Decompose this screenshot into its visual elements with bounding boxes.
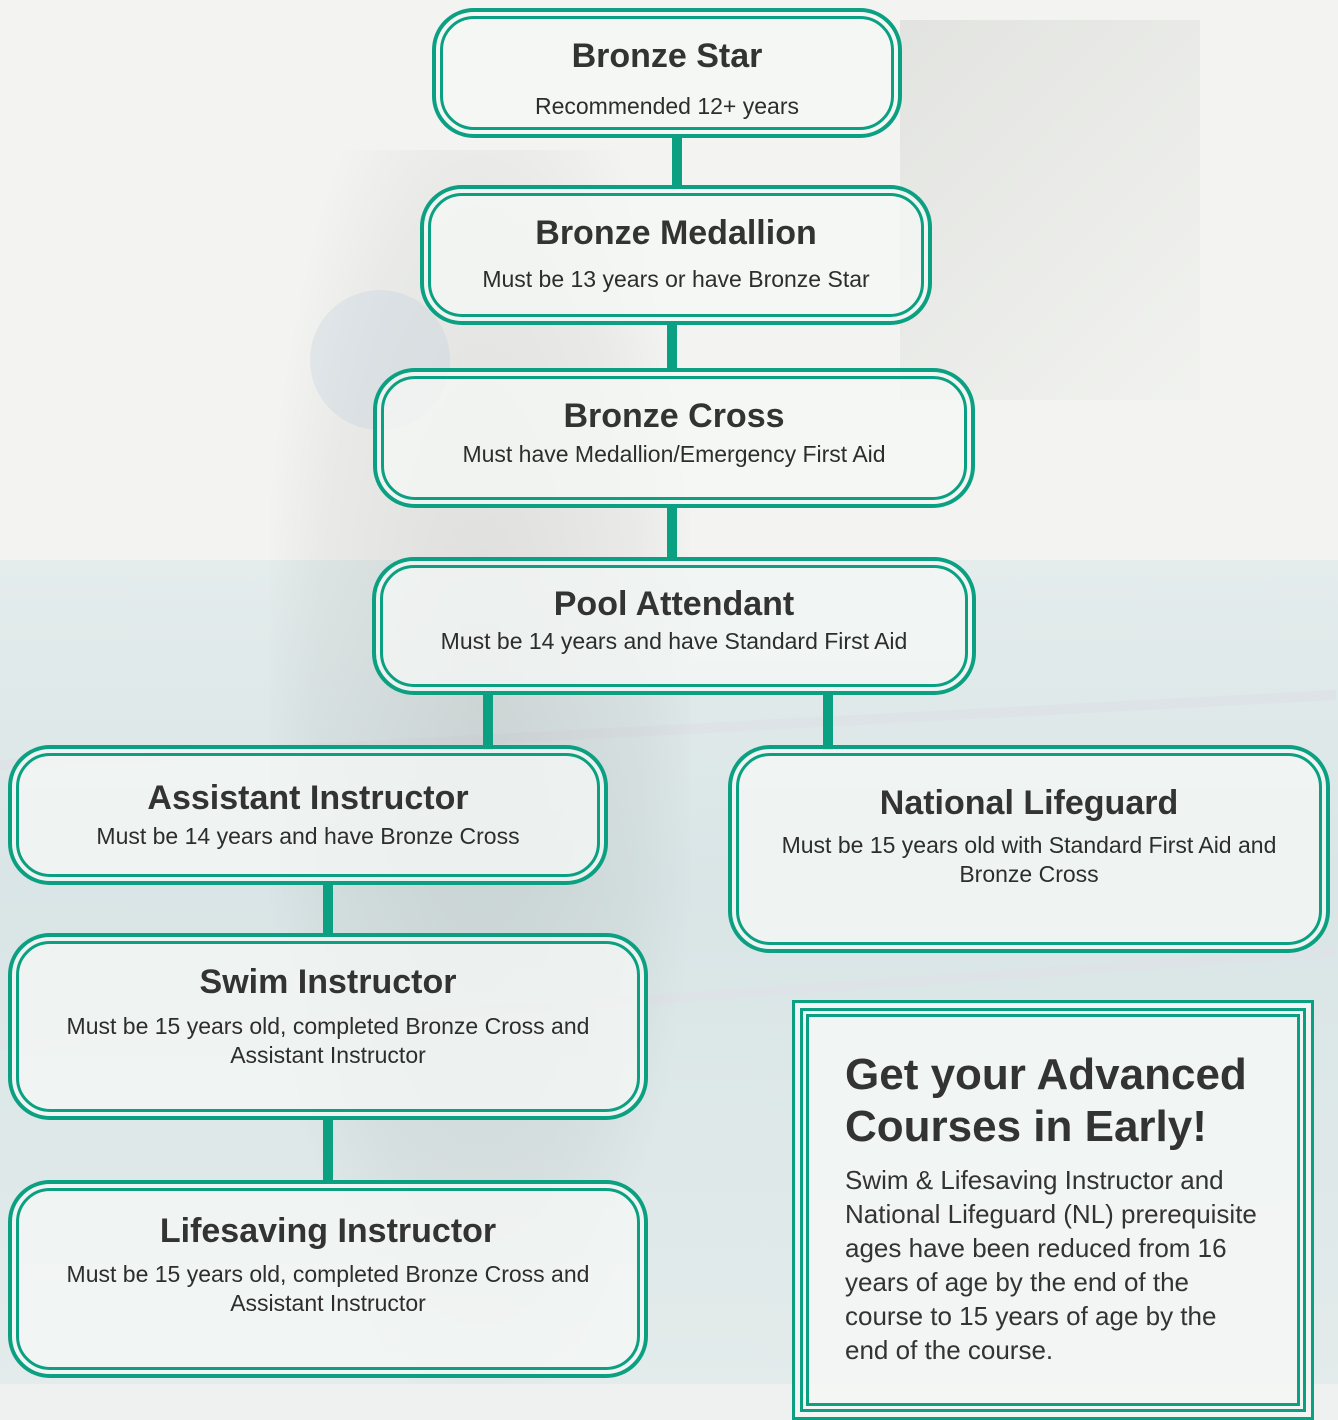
node-title: Swim Instructor — [199, 963, 457, 1001]
node-subtitle: Recommended 12+ years — [534, 93, 799, 119]
connector-cross-attendant — [667, 508, 677, 560]
node-title: Assistant Instructor — [147, 779, 469, 817]
connector-medallion-cross — [667, 325, 677, 370]
promo-box: Get your Advanced Courses in Early! Swim… — [792, 1000, 1314, 1420]
connector-star-medallion — [672, 138, 682, 186]
node-bronze-medallion: Bronze Medallion Must be 13 years or hav… — [420, 185, 932, 325]
promo-body: Swim & Lifesaving Instructor and Nationa… — [845, 1165, 1257, 1365]
connector-swim-lifesaving — [323, 1120, 333, 1182]
node-title: Lifesaving Instructor — [159, 1212, 497, 1250]
node-swim-instructor: Swim Instructor Must be 15 years old, co… — [8, 933, 648, 1120]
node-subtitle: Must be 15 years old with Standard First… — [781, 832, 1277, 887]
node-subtitle: Must be 13 years or have Bronze Star — [482, 266, 870, 292]
node-national-lifeguard: National Lifeguard Must be 15 years old … — [728, 745, 1330, 953]
node-title: Bronze Cross — [563, 397, 785, 435]
connector-attendant-lifeguard — [823, 695, 833, 750]
node-subtitle: Must be 15 years old, completed Bronze C… — [66, 1013, 590, 1068]
node-title: Bronze Star — [571, 37, 763, 75]
node-subtitle: Must have Medallion/Emergency First Aid — [462, 441, 886, 467]
node-title: National Lifeguard — [879, 784, 1179, 822]
connector-assistant-swim — [323, 884, 333, 936]
connector-attendant-assistant — [483, 695, 493, 750]
node-pool-attendant: Pool Attendant Must be 14 years and have… — [372, 557, 976, 695]
node-lifesaving-instructor: Lifesaving Instructor Must be 15 years o… — [8, 1180, 648, 1378]
node-subtitle: Must be 14 years and have Standard First… — [440, 628, 908, 654]
promo-heading: Get your Advanced Courses in Early! — [845, 1050, 1247, 1151]
node-title: Bronze Medallion — [535, 214, 817, 252]
node-subtitle: Must be 14 years and have Bronze Cross — [96, 823, 520, 849]
node-assistant-instructor: Assistant Instructor Must be 14 years an… — [8, 745, 608, 885]
node-subtitle: Must be 15 years old, completed Bronze C… — [66, 1261, 590, 1316]
node-bronze-star: Bronze Star Recommended 12+ years — [432, 8, 902, 138]
node-title: Pool Attendant — [553, 585, 795, 623]
background-stairs — [900, 20, 1200, 400]
node-bronze-cross: Bronze Cross Must have Medallion/Emergen… — [373, 368, 975, 508]
